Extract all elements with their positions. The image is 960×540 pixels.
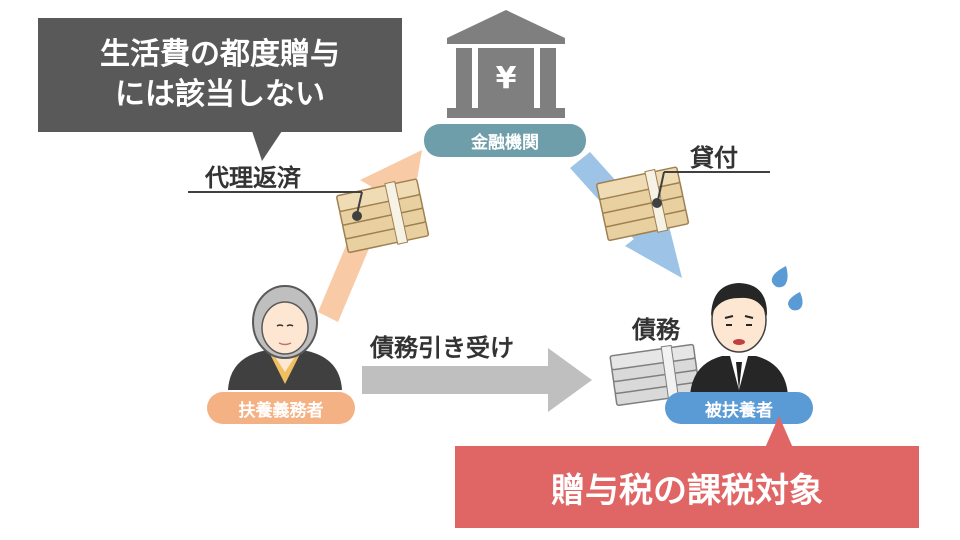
supporter-label: 扶養義務者 (207, 392, 355, 424)
yen-symbol: ¥ (495, 60, 517, 96)
result-tail (765, 416, 793, 448)
result-box: 贈与税の課税対象 (455, 446, 919, 528)
assumption-arrow (362, 348, 592, 412)
callout-line-2: には該当しない (115, 77, 325, 112)
loan-label: 貸付 (690, 144, 738, 172)
loan-leader (657, 171, 665, 201)
bank-label: 金融機関 (424, 124, 586, 157)
repayment-leader-dot (352, 211, 362, 221)
money-stack-icon (596, 166, 690, 242)
callout-box: 生活費の都度贈与 には該当しない (38, 18, 402, 132)
money-stack-icon (336, 178, 430, 254)
supporter-person-icon (228, 285, 342, 390)
sweat-drop-icon (771, 266, 803, 311)
assumption-label: 債務引き受け (370, 334, 514, 362)
loan-leader-dot (652, 198, 662, 208)
dependent-person-icon (690, 283, 788, 396)
repayment-leader (356, 191, 363, 215)
repayment-label: 代理返済 (205, 164, 301, 192)
callout-line-1: 生活費の都度贈与 (100, 37, 340, 72)
callout-tail (252, 131, 282, 161)
debt-label: 債務 (632, 316, 680, 344)
bank-icon (447, 10, 565, 118)
